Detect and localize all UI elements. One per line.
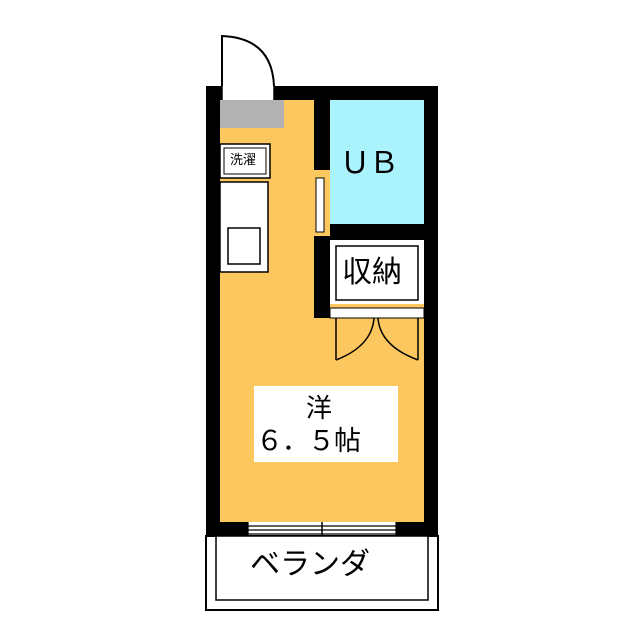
unit-bath-floor — [330, 100, 424, 224]
unit-bath-label: ＵＢ — [340, 146, 399, 181]
room-label-box — [254, 386, 398, 462]
western-room-size-label: ６．５帖 — [256, 426, 361, 457]
storage-inner — [335, 245, 419, 301]
storage-label: 収納 — [342, 255, 402, 290]
kitchen-sink — [227, 227, 261, 265]
storage-door-right — [377, 317, 419, 361]
storage-door-left — [335, 317, 375, 361]
entrance-area — [220, 100, 284, 128]
entrance-door-swing — [221, 34, 275, 87]
bath-door-panel — [315, 177, 325, 233]
storage-sill — [329, 307, 425, 319]
entrance-opening — [222, 86, 274, 100]
veranda-inner — [215, 535, 429, 601]
veranda-label: ベランダ — [250, 547, 370, 582]
laundry-box-inner — [223, 147, 267, 175]
western-room-label: 洋 — [306, 394, 333, 424]
laundry-label: 洗濯 — [230, 153, 257, 168]
